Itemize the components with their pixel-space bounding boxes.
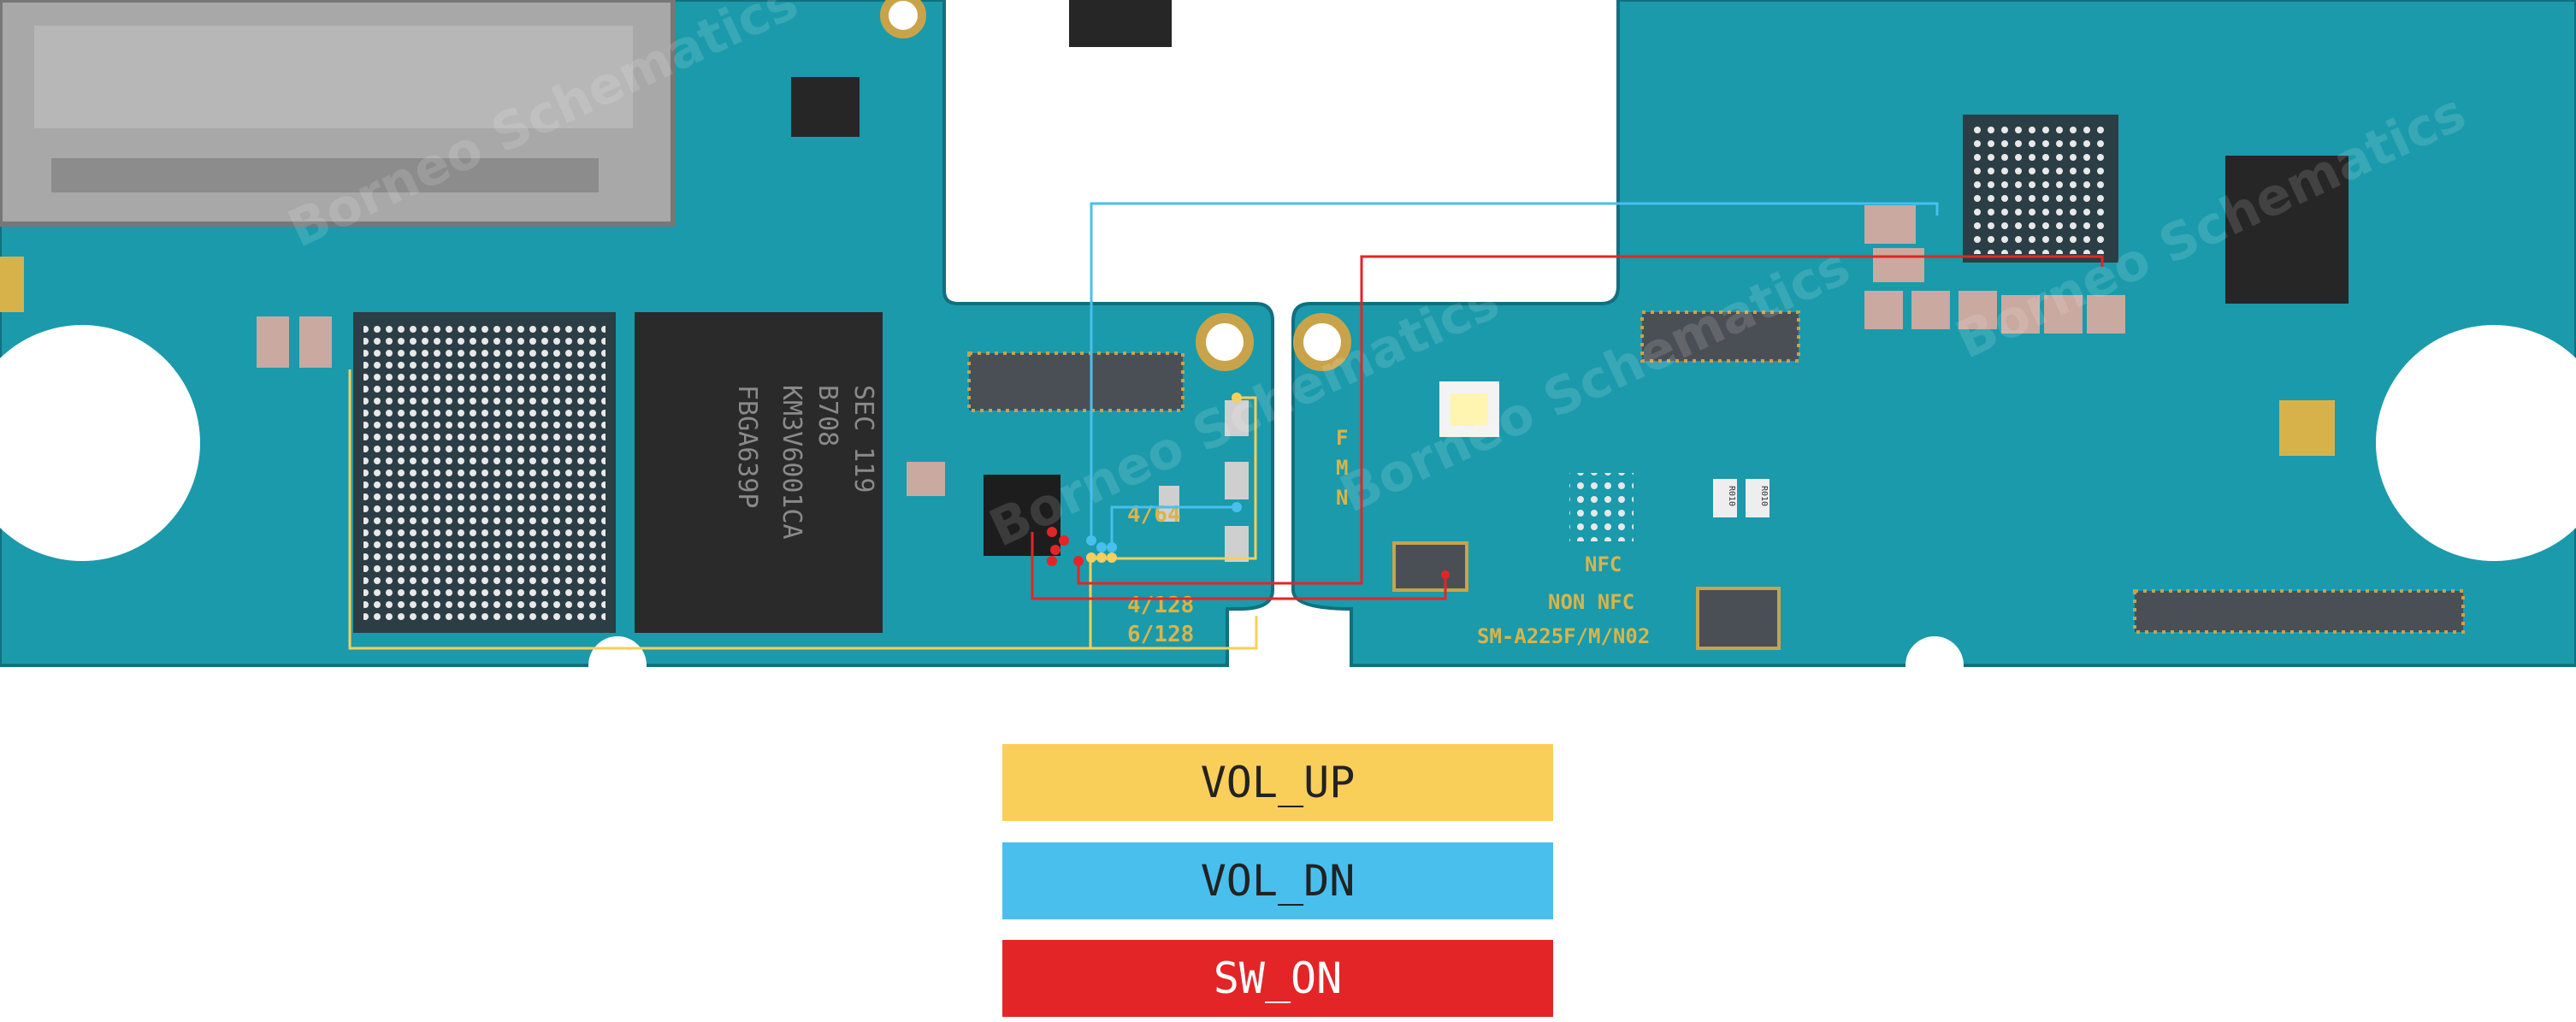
sw-on-trace — [1031, 255, 2104, 600]
nfc-chip-pads — [1569, 473, 1634, 541]
screw-pad — [1293, 313, 1351, 371]
board-connector — [1640, 310, 1800, 363]
nfc-label: NFC — [1585, 552, 1622, 576]
board-connector — [2133, 589, 2465, 634]
sim-tray-plate — [34, 26, 633, 128]
sim-tray-rail — [51, 158, 599, 192]
fmn-label: F — [1336, 426, 1348, 450]
legend-vol-up: VOL_UP — [1002, 744, 1553, 821]
qr-label — [0, 257, 24, 312]
vol-dn-test-points — [1086, 502, 1242, 552]
inductor-group — [257, 205, 2125, 496]
legend-label: VOL_UP — [1200, 758, 1356, 807]
button-contact — [1225, 526, 1249, 562]
fmn-label: N — [1336, 486, 1348, 510]
variant-label: 6/128 — [1127, 622, 1194, 647]
ic-chip — [791, 77, 860, 137]
vol-up-trace — [348, 369, 1258, 650]
fmn-label: M — [1336, 456, 1348, 480]
legend-label: SW_ON — [1213, 954, 1343, 1003]
legend-sw-on: SW_ON — [1002, 940, 1553, 1017]
legend-label: VOL_DN — [1200, 856, 1356, 906]
right-mount-hole — [2376, 325, 2576, 561]
memory-chip — [635, 312, 883, 633]
button-contact — [1225, 462, 1249, 499]
vol-up-test-points — [1086, 393, 1242, 563]
sw-on-test-points — [1047, 527, 1450, 579]
battery-connector — [1392, 541, 1468, 592]
bga-pattern — [363, 323, 606, 623]
left-mount-hole — [0, 325, 200, 561]
bottom-notch — [1905, 636, 1964, 684]
pcb-board-diagram: SEC 119 B708 KM3V6001CA FBGA639P 4/64 4/… — [0, 0, 2576, 684]
chip-marking: FBGA639P — [732, 385, 762, 509]
ic-chip — [2225, 156, 2349, 304]
button-contact — [1225, 400, 1249, 436]
legend-vol-dn: VOL_DN — [1002, 842, 1553, 919]
resistor-label: R010 — [1759, 486, 1769, 506]
chip-marking: KM3V6001CA — [777, 385, 806, 540]
board-connector — [967, 351, 1185, 412]
chip-marking: B708 — [812, 385, 842, 446]
small-connector — [1696, 587, 1781, 650]
ic-chip — [1069, 0, 1172, 47]
bga-pattern — [1971, 123, 2110, 254]
resistor — [1746, 479, 1770, 517]
chip-marking: SEC 119 — [848, 385, 878, 493]
screw-pad — [1196, 313, 1254, 371]
button-contact — [1159, 486, 1179, 522]
resistor — [1713, 479, 1737, 517]
model-label: SM-A225F/M/N02 — [1477, 624, 1650, 648]
flash-led-lens — [1450, 393, 1488, 426]
variant-label: 4/128 — [1127, 593, 1194, 618]
pmic-chip — [984, 475, 1061, 556]
qr-label — [2279, 400, 2335, 456]
non-nfc-label: NON NFC — [1548, 590, 1634, 614]
screw-pad — [880, 0, 926, 38]
resistor-label: R010 — [1727, 486, 1736, 506]
vol-dn-trace — [1090, 202, 1939, 543]
